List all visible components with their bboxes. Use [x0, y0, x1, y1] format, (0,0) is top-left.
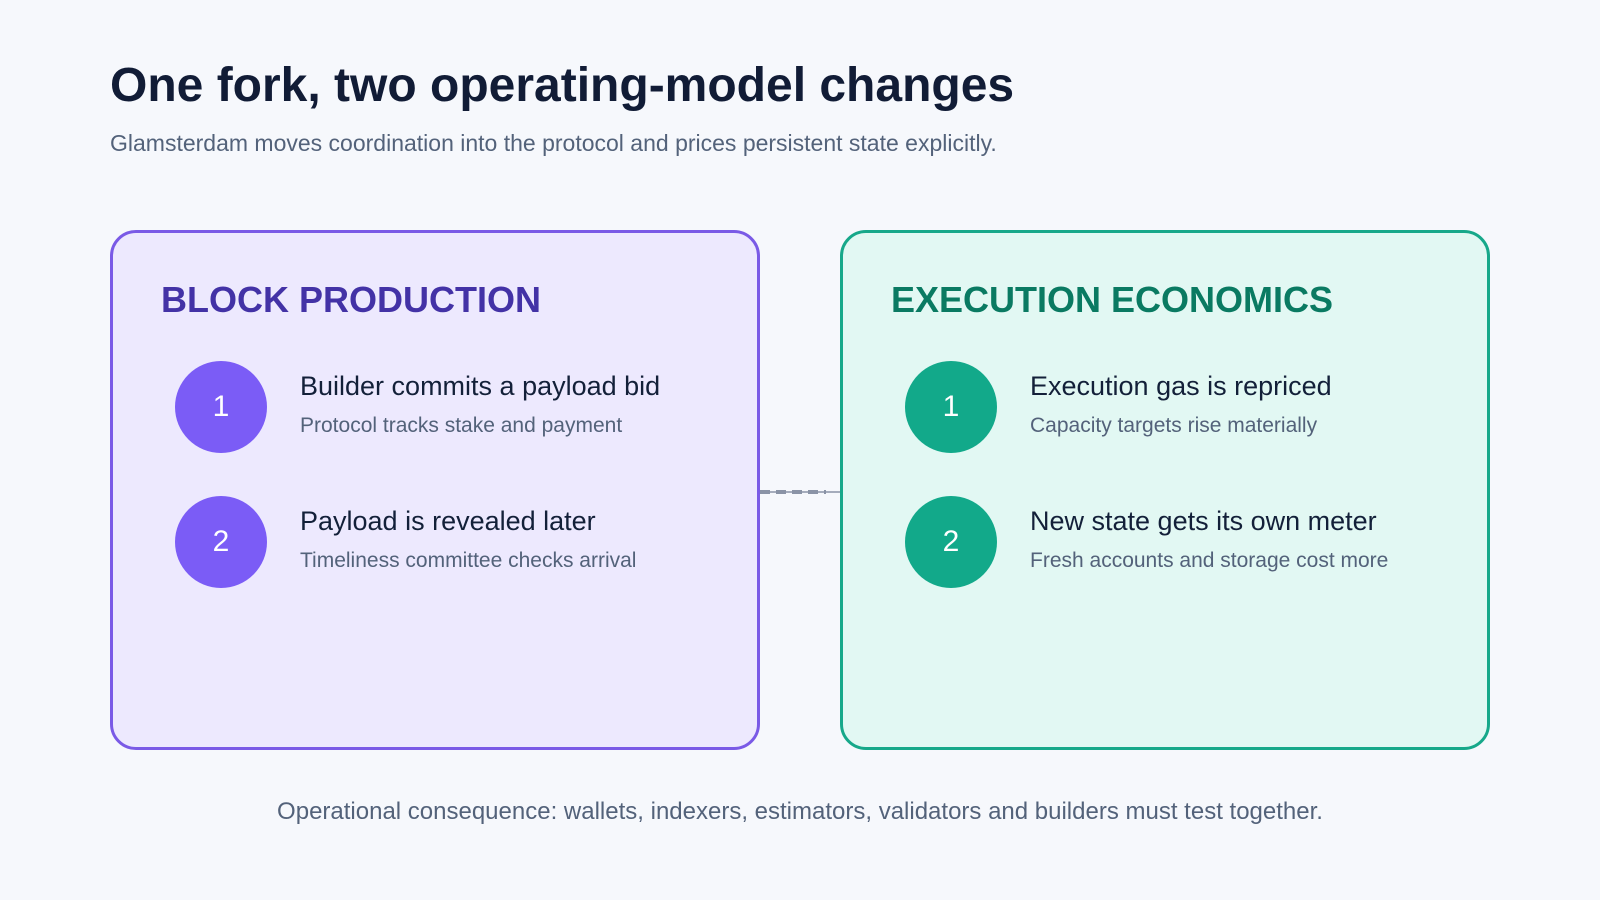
step-title: New state gets its own meter — [1030, 506, 1377, 536]
step-description: Protocol tracks stake and payment — [300, 414, 623, 437]
panel-connector — [760, 490, 840, 494]
page-title: One fork, two operating-model changes — [110, 59, 1015, 112]
block-production-panel: BLOCK PRODUCTION 1 Builder commits a pay… — [110, 230, 760, 750]
execution-economics-step-2: 2 New state gets its own meter Fresh acc… — [905, 496, 1465, 588]
step-description: Timeliness committee checks arrival — [300, 549, 637, 572]
step-title: Execution gas is repriced — [1030, 371, 1332, 401]
block-production-heading: BLOCK PRODUCTION — [161, 279, 541, 320]
execution-economics-heading: EXECUTION ECONOMICS — [891, 279, 1334, 320]
step-title: Payload is revealed later — [300, 506, 596, 536]
footer-note: Operational consequence: wallets, indexe… — [277, 798, 1323, 825]
step-number-badge: 2 — [175, 496, 267, 588]
step-title: Builder commits a payload bid — [300, 371, 661, 401]
step-description: Fresh accounts and storage cost more — [1030, 549, 1389, 572]
step-number-badge: 2 — [905, 496, 997, 588]
execution-economics-panel: EXECUTION ECONOMICS 1 Execution gas is r… — [840, 230, 1490, 750]
page-subtitle: Glamsterdam moves coordination into the … — [110, 130, 997, 156]
step-number-badge: 1 — [175, 361, 267, 453]
step-description: Capacity targets rise materially — [1030, 414, 1318, 437]
step-number-badge: 1 — [905, 361, 997, 453]
block-production-step-1: 1 Builder commits a payload bid Protocol… — [175, 361, 735, 453]
block-production-step-2: 2 Payload is revealed later Timeliness c… — [175, 496, 735, 588]
execution-economics-step-1: 1 Execution gas is repriced Capacity tar… — [905, 361, 1465, 453]
